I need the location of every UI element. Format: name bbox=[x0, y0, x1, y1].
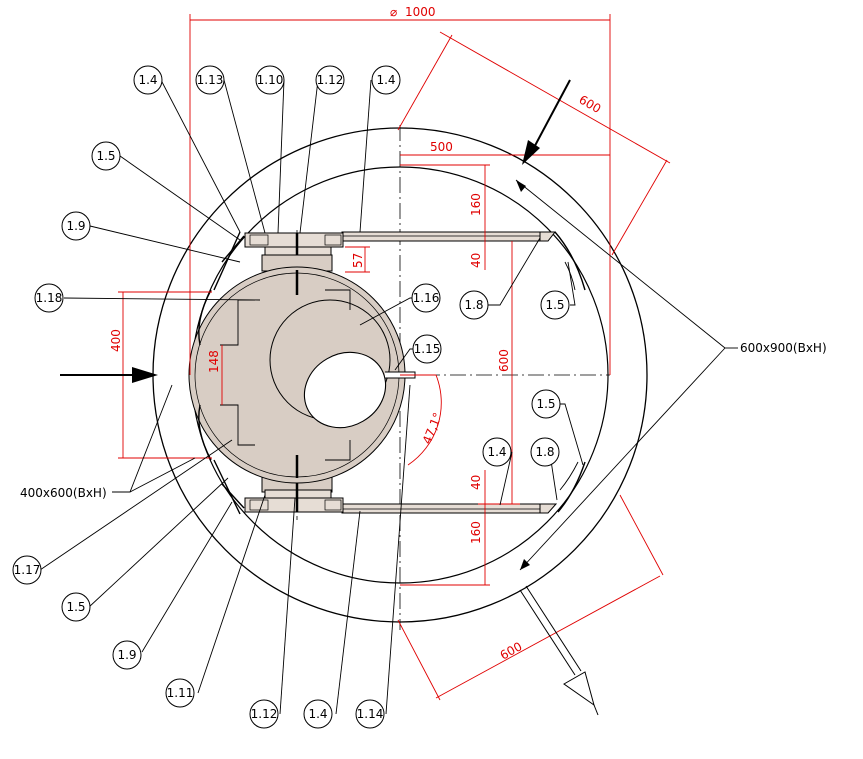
svg-text:1.11: 1.11 bbox=[167, 686, 194, 700]
dim-width-500: 500 bbox=[430, 140, 453, 154]
flow-arrow-in-left bbox=[60, 367, 158, 383]
svg-text:1.4: 1.4 bbox=[487, 445, 506, 459]
opening-label-left: 400x600(BxH) bbox=[20, 486, 107, 500]
svg-text:1.12: 1.12 bbox=[317, 73, 344, 87]
dimension-lines bbox=[118, 14, 671, 701]
svg-text:1.15: 1.15 bbox=[414, 342, 441, 356]
callout-1-4-mid-right: 1.4 bbox=[482, 437, 512, 467]
callout-1-16: 1.16 bbox=[411, 283, 441, 313]
svg-text:1.4: 1.4 bbox=[138, 73, 157, 87]
svg-text:1.8: 1.8 bbox=[535, 445, 554, 459]
callout-1-4-top-right: 1.4 bbox=[371, 65, 401, 95]
dim-height-160-top: 160 bbox=[469, 193, 483, 216]
callout-1-4-top-left: 1.4 bbox=[133, 65, 163, 95]
svg-text:1.13: 1.13 bbox=[197, 73, 224, 87]
callout-1-5-bottom-left: 1.5 bbox=[61, 592, 91, 622]
dim-angle: 47,1° bbox=[420, 411, 445, 447]
valve-sphere bbox=[188, 266, 416, 484]
dim-diag-bottom-600: 600 bbox=[498, 639, 525, 662]
callout-1-12-bottom: 1.12 bbox=[249, 699, 279, 729]
flow-arrow-out-bottom bbox=[519, 585, 599, 716]
dim-height-160-bottom: 160 bbox=[469, 521, 483, 544]
dim-height-600: 600 bbox=[497, 349, 511, 372]
bottom-rail bbox=[341, 503, 558, 514]
callout-1-10: 1.10 bbox=[255, 65, 285, 95]
svg-text:1.5: 1.5 bbox=[536, 397, 555, 411]
svg-text:1.5: 1.5 bbox=[545, 298, 564, 312]
callout-1-5-top-left: 1.5 bbox=[91, 141, 121, 171]
callout-1-5-top-right: 1.5 bbox=[540, 290, 570, 320]
callout-1-14: 1.14 bbox=[355, 699, 385, 729]
svg-text:1.16: 1.16 bbox=[413, 291, 440, 305]
callout-1-9-top: 1.9 bbox=[61, 211, 91, 241]
callout-1-4-bottom: 1.4 bbox=[303, 699, 333, 729]
svg-text:1.9: 1.9 bbox=[66, 219, 85, 233]
flow-arrow-in-top bbox=[522, 79, 571, 165]
svg-text:1.18: 1.18 bbox=[36, 291, 63, 305]
dim-diameter-symbol: ⌀ bbox=[390, 5, 397, 19]
callout-1-18: 1.18 bbox=[34, 283, 64, 313]
dim-height-400: 400 bbox=[109, 329, 123, 352]
svg-text:1.4: 1.4 bbox=[308, 707, 327, 721]
top-flange bbox=[244, 232, 344, 300]
dim-diameter: 1000 bbox=[405, 5, 436, 19]
bore-opening bbox=[303, 351, 387, 429]
callout-1-13: 1.13 bbox=[195, 65, 225, 95]
top-rail bbox=[341, 231, 557, 242]
callout-1-17: 1.17 bbox=[12, 555, 42, 585]
dim-height-40-bottom: 40 bbox=[469, 475, 483, 490]
callout-1-12-top: 1.12 bbox=[315, 65, 345, 95]
svg-text:1.10: 1.10 bbox=[257, 73, 284, 87]
opening-label-right: 600x900(BxH) bbox=[740, 341, 827, 355]
svg-text:1.8: 1.8 bbox=[464, 298, 483, 312]
callout-1-15: 1.15 bbox=[412, 334, 442, 364]
callout-1-8-bottom: 1.8 bbox=[530, 437, 560, 467]
dim-height-57: 57 bbox=[351, 253, 365, 268]
dim-height-148: 148 bbox=[207, 350, 221, 373]
side-plates bbox=[213, 231, 586, 515]
callout-1-5-mid-right: 1.5 bbox=[531, 389, 561, 419]
dim-height-40-top: 40 bbox=[469, 253, 483, 268]
leader-lines bbox=[39, 79, 738, 715]
svg-text:1.5: 1.5 bbox=[66, 600, 85, 614]
svg-text:1.17: 1.17 bbox=[14, 563, 41, 577]
svg-text:1.9: 1.9 bbox=[117, 648, 136, 662]
callout-1-9-bottom: 1.9 bbox=[112, 640, 142, 670]
svg-text:1.4: 1.4 bbox=[376, 73, 395, 87]
svg-text:1.12: 1.12 bbox=[251, 707, 278, 721]
callout-1-11: 1.11 bbox=[165, 678, 195, 708]
svg-text:1.14: 1.14 bbox=[357, 707, 384, 721]
svg-text:1.5: 1.5 bbox=[96, 149, 115, 163]
callout-1-8-top: 1.8 bbox=[459, 290, 489, 320]
